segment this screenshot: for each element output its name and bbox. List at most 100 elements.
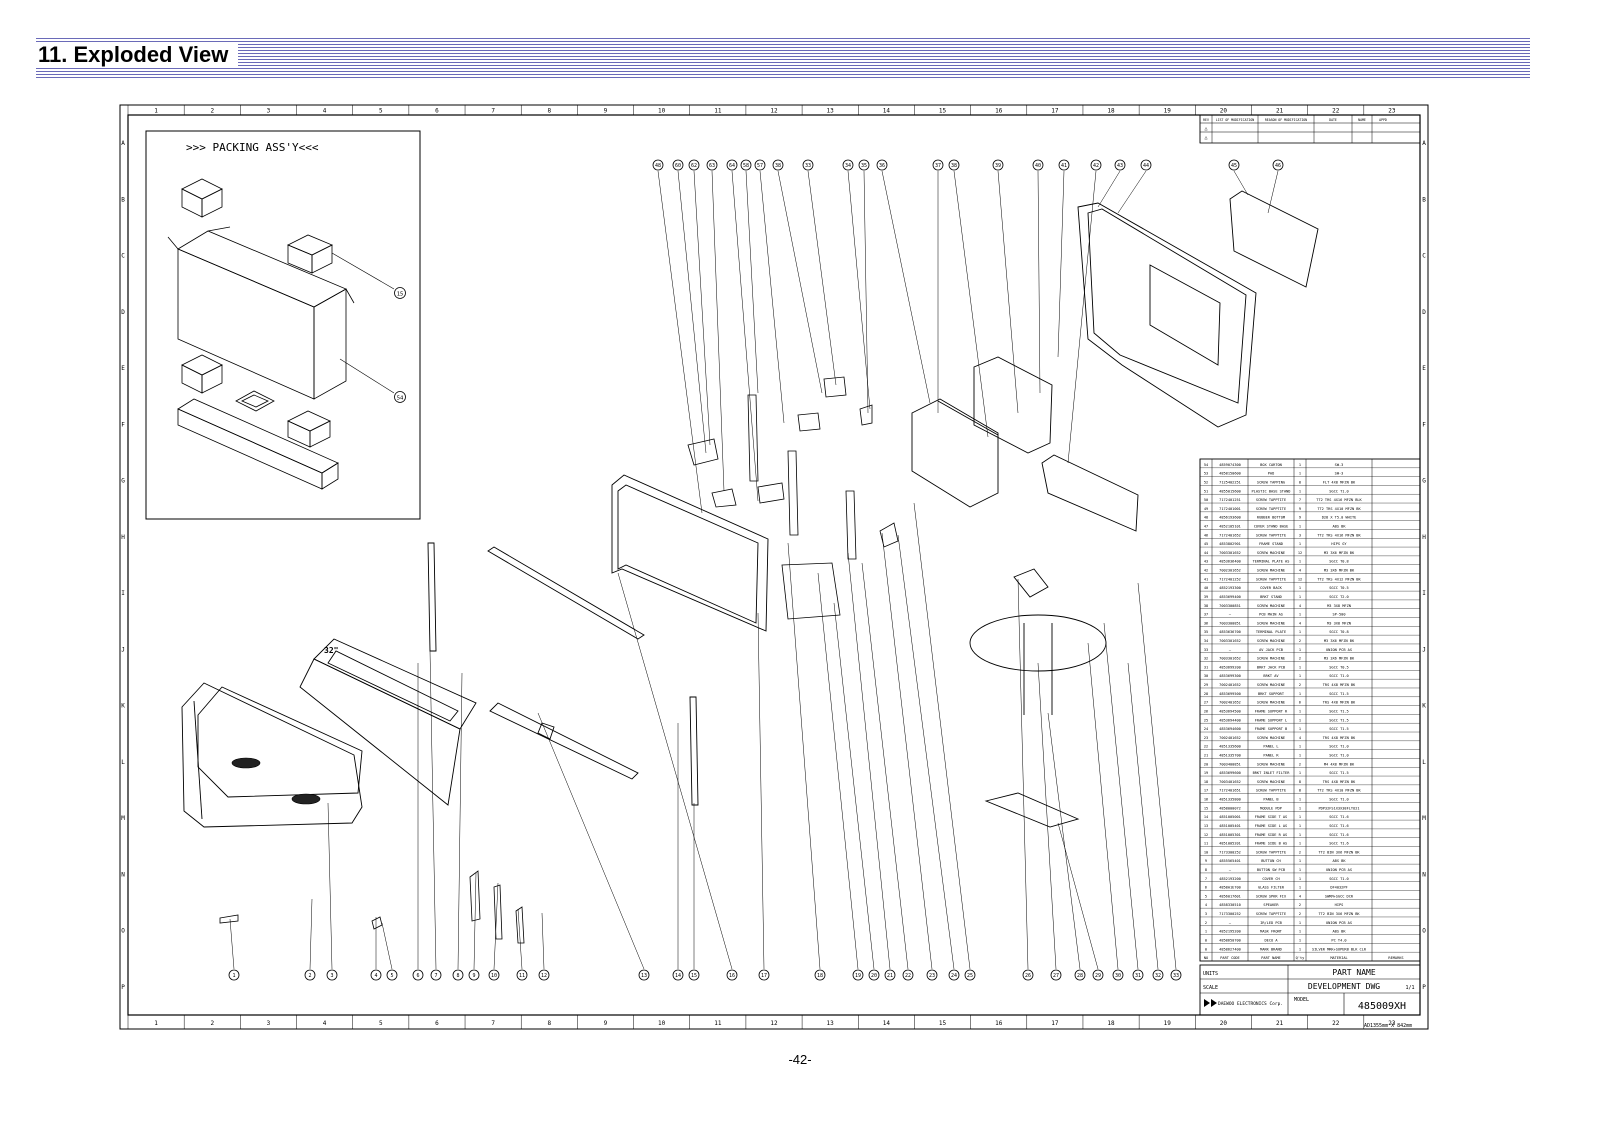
grid-row-label: N: [1422, 871, 1426, 878]
title-company: DAEWOO ELECTRONICS Corp.: [1218, 1001, 1283, 1007]
part-balloon: [1112, 969, 1124, 981]
bom-cell: MARK BRAND: [1260, 947, 1282, 951]
bom-cell: 4853699500: [1219, 692, 1241, 696]
bom-cell: TRS 4X8 MFZN BK: [1323, 780, 1356, 784]
grid-col-label: 7: [491, 1020, 495, 1027]
part-balloon: [754, 159, 766, 171]
leader-line: [1097, 170, 1121, 208]
bom-cell: 38: [1204, 604, 1208, 608]
bom-cell: 7003300851: [1219, 621, 1241, 625]
bom-cell: M3 3X8 MFZN: [1327, 604, 1351, 608]
packing-pad-top: [181, 178, 223, 218]
bom-cell: SW-3: [1335, 472, 1344, 476]
grid-row-label: C: [121, 253, 125, 260]
bom-cell: 4851335800: [1219, 798, 1241, 802]
bom-cell: SGCC T1.6: [1329, 824, 1348, 828]
page-header: 11. Exploded View: [36, 38, 1530, 78]
bom-cell: SGCC T1.5: [1329, 718, 1348, 722]
bom-cell: 4853694400: [1219, 718, 1241, 722]
bom-cell: —: [1229, 648, 1232, 652]
bom-cell: 1: [1299, 463, 1301, 467]
bom-cell: 7002401652: [1219, 701, 1241, 705]
part-balloon-label: 7: [434, 973, 437, 979]
grid-col-label: 6: [435, 108, 439, 115]
grid-col-label: 19: [1164, 108, 1172, 115]
part-balloon-label: 18: [817, 973, 823, 979]
grid-row-label: M: [121, 815, 125, 822]
bom-cell: 7172401252: [1219, 577, 1241, 581]
bom-cell: SCREW MACHINE: [1257, 657, 1285, 661]
grid-col-label: 15: [939, 108, 947, 115]
grid-col-label: 6: [435, 1020, 439, 1027]
packing-base-tray: [177, 398, 339, 490]
balloon-packing-carton-label: 54: [397, 396, 404, 402]
bom-cell: SGCC T1.6: [1329, 842, 1348, 846]
grid-col-label: 8: [547, 1020, 551, 1027]
grid-row-label: H: [1422, 534, 1426, 541]
part-balloon: [1140, 159, 1152, 171]
grid-col-label: 10: [658, 1020, 666, 1027]
bom-cell: 7: [1299, 498, 1301, 502]
grid-col-label: 23: [1388, 1020, 1396, 1027]
part-balloon-label: 23: [929, 973, 935, 979]
grid-col-label: 12: [770, 1020, 778, 1027]
bom-cell: HIPS GY: [1331, 542, 1347, 546]
grid-row-label: B: [121, 196, 125, 203]
grid-col-label: 16: [995, 108, 1003, 115]
bom-cell: 6: [1299, 701, 1301, 705]
part-balloon-label: 33: [1173, 973, 1179, 979]
leader-line: [473, 872, 477, 970]
bom-cell: FRAME SUPPORT L: [1255, 718, 1287, 722]
bom-cell: 7003401652: [1219, 780, 1241, 784]
part-balloon: [964, 969, 976, 981]
grid-col-label: 2: [210, 1020, 214, 1027]
part-balloon: [1272, 159, 1284, 171]
bom-cell: SGCC T1.6: [1329, 833, 1348, 837]
leader-line: [537, 712, 645, 970]
bom-cell: SGCC T2.0: [1329, 595, 1348, 599]
part-balloon: [516, 969, 528, 981]
bom-cell: COVER STAND BASE: [1254, 525, 1289, 529]
bom-cell: 16: [1204, 798, 1208, 802]
part-balloon: [688, 159, 700, 171]
part-balloon: [538, 969, 550, 981]
part-balloon: [688, 969, 700, 981]
part-balloon-label: 33: [805, 163, 811, 169]
bom-cell: SCREW MACHINE: [1257, 551, 1285, 555]
bom-cell: SCREW MACHINE: [1257, 762, 1285, 766]
page-title: 11. Exploded View: [36, 42, 239, 68]
glass-filter: [299, 638, 477, 806]
bom-cell: 14: [1204, 815, 1208, 819]
bom-cell: 7172401651: [1219, 789, 1241, 793]
bom-cell: SGCC T1.5: [1329, 771, 1348, 775]
bom-cell: 4853699400: [1219, 595, 1241, 599]
bom-cell: 7: [1205, 877, 1207, 881]
bom-cell: M3 3X6 MFZN BK: [1324, 639, 1355, 643]
bom-cell: SGCC T0.8: [1329, 630, 1348, 634]
part-balloon-label: 20: [871, 973, 877, 979]
bom-cell: 1: [1299, 806, 1301, 810]
av-jack-pcb: [1013, 568, 1049, 598]
grid-row-label: L: [121, 759, 125, 766]
title-size-note: AD1355mm X 842mm: [1364, 1023, 1412, 1029]
bom-cell: AV JACK PCB: [1259, 648, 1283, 652]
balloon-packing-pad-label: 15: [397, 292, 404, 298]
bom-cell: SCREW MACHINE: [1257, 683, 1285, 687]
leader-line: [381, 922, 393, 970]
leader-line: [1037, 170, 1041, 394]
bom-cell: 12: [1298, 551, 1302, 555]
bom-cell: 4: [1299, 604, 1301, 608]
part-balloon-label: 24: [951, 973, 957, 979]
part-balloon-label: 2: [308, 973, 311, 979]
bom-cell: SW-3: [1335, 463, 1344, 467]
part-balloon-label: 41: [1061, 163, 1067, 169]
grid-col-label: 11: [714, 108, 722, 115]
title-units-label: UNITS: [1203, 971, 1218, 977]
brackets-center: [687, 376, 873, 620]
leader-line: [745, 170, 759, 394]
bom-cell: 33: [1204, 648, 1208, 652]
leader-line: [1067, 170, 1097, 464]
ir-led-pcb: [219, 914, 383, 930]
grid-row-label: K: [1422, 703, 1426, 710]
